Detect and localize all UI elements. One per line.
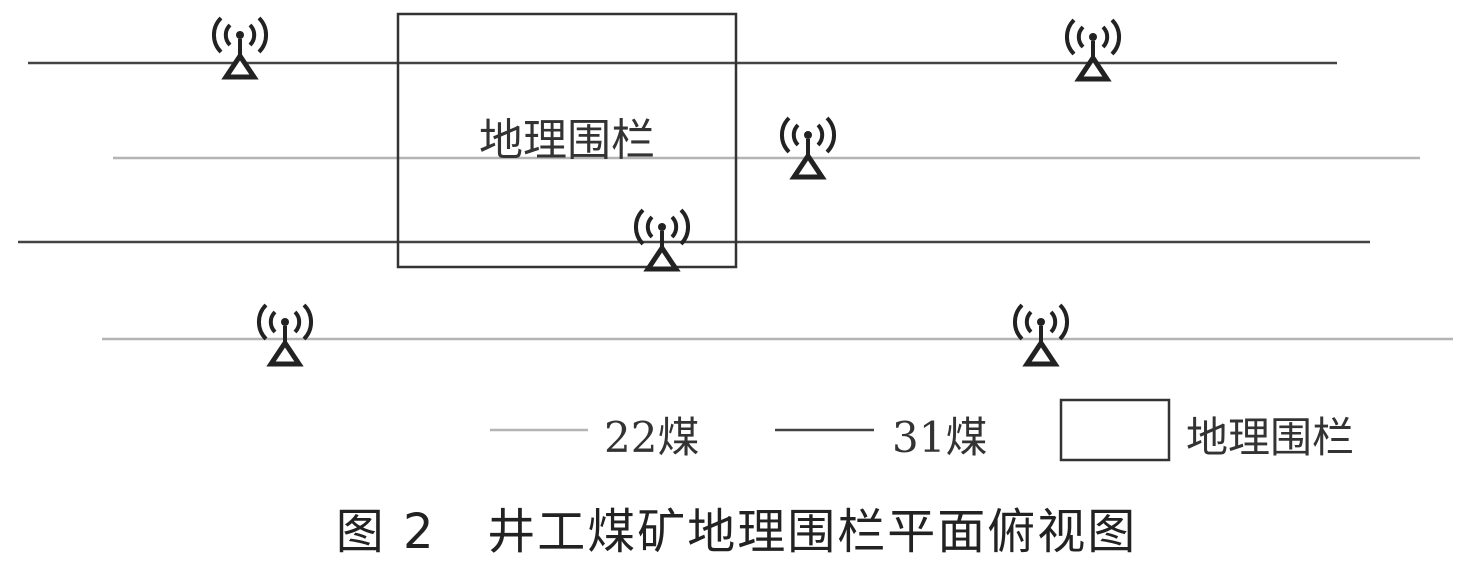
signal-tower-icon: [259, 305, 311, 364]
signal-tower-icon: [214, 18, 266, 77]
signal-tower-icon: [636, 210, 688, 269]
legend-seam-22-label: 22煤: [604, 413, 700, 462]
geo-fence-box: [396, 12, 738, 269]
legend-fence-label: 地理围栏: [1186, 413, 1355, 462]
signal-tower-icon: [782, 118, 834, 177]
signal-tower-icon: [1015, 305, 1067, 364]
legend-fence-swatch: [1059, 398, 1171, 462]
legend-seam-31-label: 31煤: [892, 413, 988, 462]
figure-caption: 图 2 井工煤矿地理围栏平面俯视图: [335, 504, 1138, 560]
geo-fence-label: 地理围栏: [479, 115, 655, 166]
signal-tower-icon: [1067, 20, 1119, 79]
